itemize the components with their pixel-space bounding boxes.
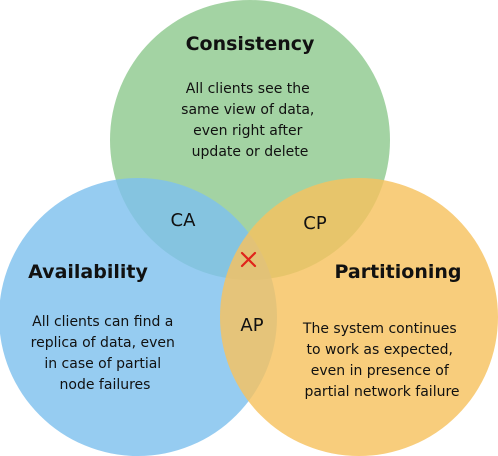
availability-title: Availability [28, 261, 148, 283]
overlap-label-ca: CA [171, 210, 197, 231]
consistency-description: All clients see the same view of data, e… [181, 81, 319, 160]
consistency-title: Consistency [186, 33, 315, 55]
availability-description: All clients can find a replica of data, … [31, 314, 180, 393]
circle-availability [0, 178, 277, 456]
partitioning-title: Partitioning [334, 261, 461, 283]
cross-icon [240, 251, 257, 268]
overlap-label-cp: CP [303, 213, 327, 234]
circle-partitioning [220, 178, 498, 456]
partitioning-description: The system continues to work as expected… [302, 321, 461, 400]
overlap-label-ap: AP [240, 315, 263, 336]
